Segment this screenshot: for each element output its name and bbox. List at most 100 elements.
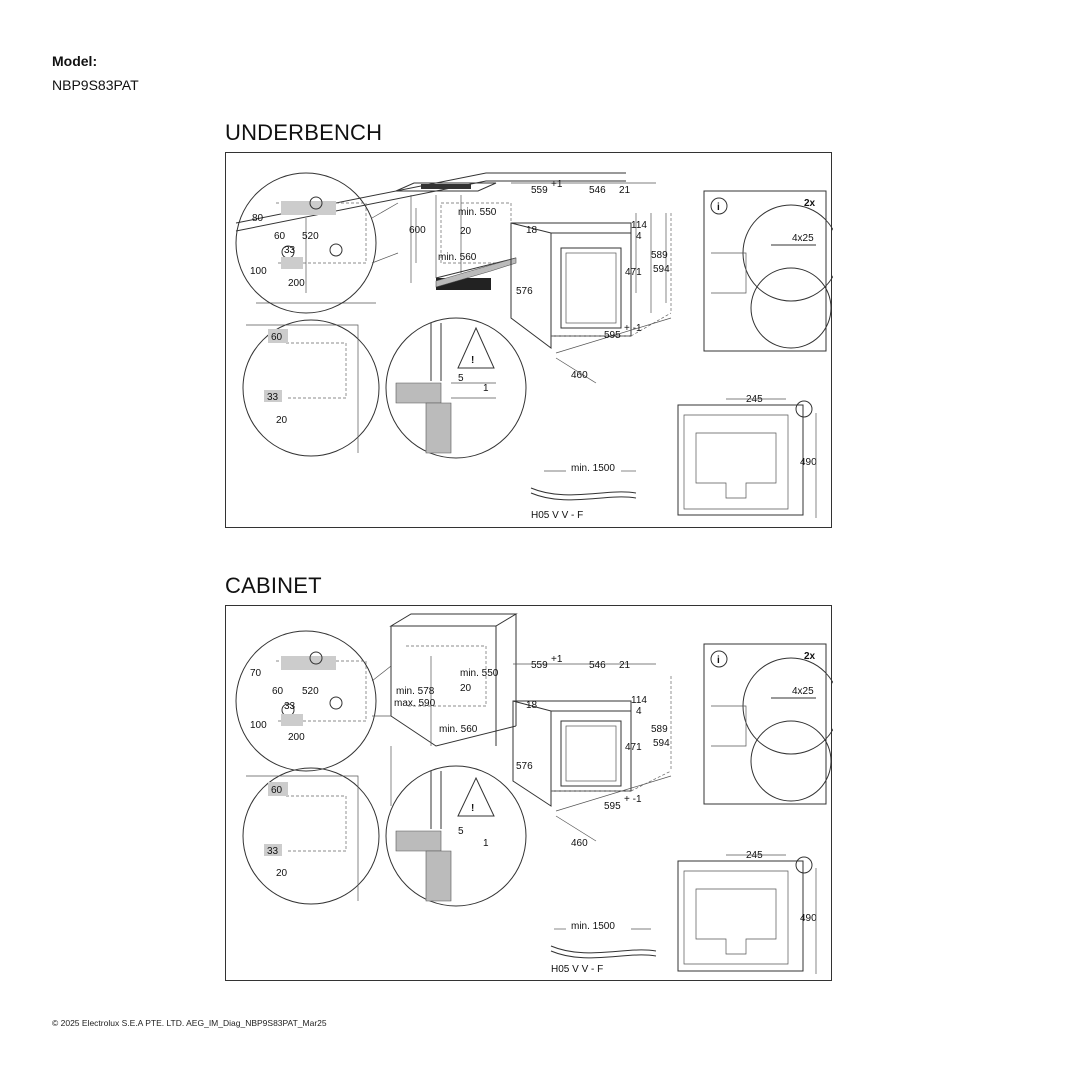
svg-text:80: 80 <box>252 213 264 224</box>
screw-fixing-detail: i 2x 4x25 <box>703 190 833 352</box>
svg-text:490: 490 <box>800 913 817 924</box>
door-gap-circle: ! 5 1 <box>385 765 527 907</box>
copyright-footer: © 2025 Electrolux S.E.A PTE. LTD. AEG_IM… <box>52 1018 327 1028</box>
underbench-diagram: 600 min. 550 20 min. 560 80 60 520 33 10… <box>235 172 833 521</box>
cabinet-diagram-panel: min. 578 max. 590 min. 550 20 min. 560 7… <box>225 605 833 981</box>
svg-text:i: i <box>717 655 720 666</box>
oven-drawing: 559 +1 546 21 18 114 4 589 594 471 576 5… <box>510 179 672 384</box>
svg-text:4: 4 <box>636 231 642 242</box>
dim-max-590: max. 590 <box>394 698 436 709</box>
svg-text:1: 1 <box>483 838 489 849</box>
dim-min-550: min. 550 <box>458 207 497 218</box>
section-title-underbench: UNDERBENCH <box>225 120 383 145</box>
outlet-detail-circle: 70 60 520 33 100 200 <box>235 630 392 772</box>
svg-text:589: 589 <box>651 250 668 261</box>
svg-text:21: 21 <box>619 185 631 196</box>
svg-text:33: 33 <box>284 245 296 256</box>
info-icon <box>710 650 728 668</box>
dim-min-560: min. 560 <box>439 724 478 735</box>
power-icon <box>309 651 323 665</box>
svg-text:245: 245 <box>746 394 763 405</box>
svg-text:594: 594 <box>653 738 670 749</box>
svg-text:!: ! <box>471 803 474 814</box>
svg-text:471: 471 <box>625 267 642 278</box>
svg-text:460: 460 <box>571 370 588 381</box>
svg-text:H05 V V - F: H05 V V - F <box>551 964 603 975</box>
power-icon <box>795 856 813 874</box>
svg-text:5: 5 <box>458 373 464 384</box>
svg-text:546: 546 <box>589 660 606 671</box>
svg-text:576: 576 <box>516 761 533 772</box>
svg-text:595: 595 <box>604 801 621 812</box>
svg-text:+1: +1 <box>551 179 563 190</box>
svg-text:33: 33 <box>284 701 296 712</box>
dim-20: 20 <box>460 226 472 237</box>
svg-text:200: 200 <box>288 278 305 289</box>
svg-text:+ -1: + -1 <box>624 323 642 334</box>
outlet-detail-circle: 80 60 520 33 100 200 <box>235 172 399 314</box>
svg-text:559: 559 <box>531 185 548 196</box>
svg-text:559: 559 <box>531 660 548 671</box>
svg-text:21: 21 <box>619 660 631 671</box>
model-number: NBP9S83PAT <box>52 77 139 93</box>
side-clearance-circle: 60 33 20 <box>242 767 380 905</box>
info-icon <box>710 197 728 215</box>
svg-text:594: 594 <box>653 264 670 275</box>
cabinet-dimensions: 600 min. 550 20 min. 560 <box>409 207 497 263</box>
dim-20: 20 <box>460 683 472 694</box>
svg-text:4x25: 4x25 <box>792 233 814 244</box>
svg-text:min. 1500: min. 1500 <box>571 463 615 474</box>
svg-text:2x: 2x <box>804 198 816 209</box>
dim-min-550: min. 550 <box>460 668 499 679</box>
power-icon <box>309 196 323 210</box>
svg-text:589: 589 <box>651 724 668 735</box>
svg-text:471: 471 <box>625 742 642 753</box>
power-icon <box>329 696 343 710</box>
front-view-drawing: 245 490 <box>677 850 817 974</box>
power-cable-detail: min. 1500 H05 V V - F <box>530 463 637 521</box>
svg-text:33: 33 <box>267 846 279 857</box>
power-icon <box>329 243 343 257</box>
svg-text:100: 100 <box>250 266 267 277</box>
svg-text:min. 1500: min. 1500 <box>571 921 615 932</box>
underbench-diagram-panel: 600 min. 550 20 min. 560 80 60 520 33 10… <box>225 152 833 528</box>
cabinet-diagram: min. 578 max. 590 min. 550 20 min. 560 7… <box>235 613 833 975</box>
svg-text:60: 60 <box>271 332 283 343</box>
svg-text:114: 114 <box>631 220 647 231</box>
svg-text:70: 70 <box>250 668 262 679</box>
svg-text:576: 576 <box>516 286 533 297</box>
svg-text:18: 18 <box>526 700 538 711</box>
svg-text:460: 460 <box>571 838 588 849</box>
section-title-cabinet: CABINET <box>225 573 322 598</box>
dim-min-560: min. 560 <box>438 252 477 263</box>
power-cable-detail: min. 1500 H05 V V - F <box>550 921 657 975</box>
power-icon <box>795 400 813 418</box>
svg-text:+ -1: + -1 <box>624 794 642 805</box>
dim-min-578: min. 578 <box>396 686 435 697</box>
tall-cabinet-drawing: min. 578 max. 590 min. 550 20 min. 560 <box>389 613 518 806</box>
svg-text:20: 20 <box>276 868 288 879</box>
svg-text:!: ! <box>471 355 474 366</box>
door-gap-circle: ! 5 1 <box>385 317 527 459</box>
svg-text:60: 60 <box>272 686 284 697</box>
screw-fixing-detail: i 2x 4x25 <box>703 643 833 805</box>
svg-text:520: 520 <box>302 686 319 697</box>
svg-text:60: 60 <box>271 785 283 796</box>
svg-text:18: 18 <box>526 225 538 236</box>
svg-text:595: 595 <box>604 330 621 341</box>
svg-text:i: i <box>717 202 720 213</box>
svg-text:546: 546 <box>589 185 606 196</box>
side-clearance-circle: 60 33 20 <box>242 319 380 457</box>
svg-text:4x25: 4x25 <box>792 686 814 697</box>
svg-text:245: 245 <box>746 850 763 861</box>
countertop-drawing <box>235 172 626 304</box>
dim-600: 600 <box>409 225 426 236</box>
svg-text:1: 1 <box>483 383 489 394</box>
model-label: Model: <box>52 53 98 69</box>
svg-text:H05 V V - F: H05 V V - F <box>531 510 583 521</box>
svg-text:20: 20 <box>276 415 288 426</box>
svg-text:+1: +1 <box>551 654 563 665</box>
oven-drawing: 559 +1 546 21 18 114 4 589 594 471 576 5… <box>512 654 672 849</box>
svg-text:114: 114 <box>631 695 647 706</box>
svg-text:5: 5 <box>458 826 464 837</box>
